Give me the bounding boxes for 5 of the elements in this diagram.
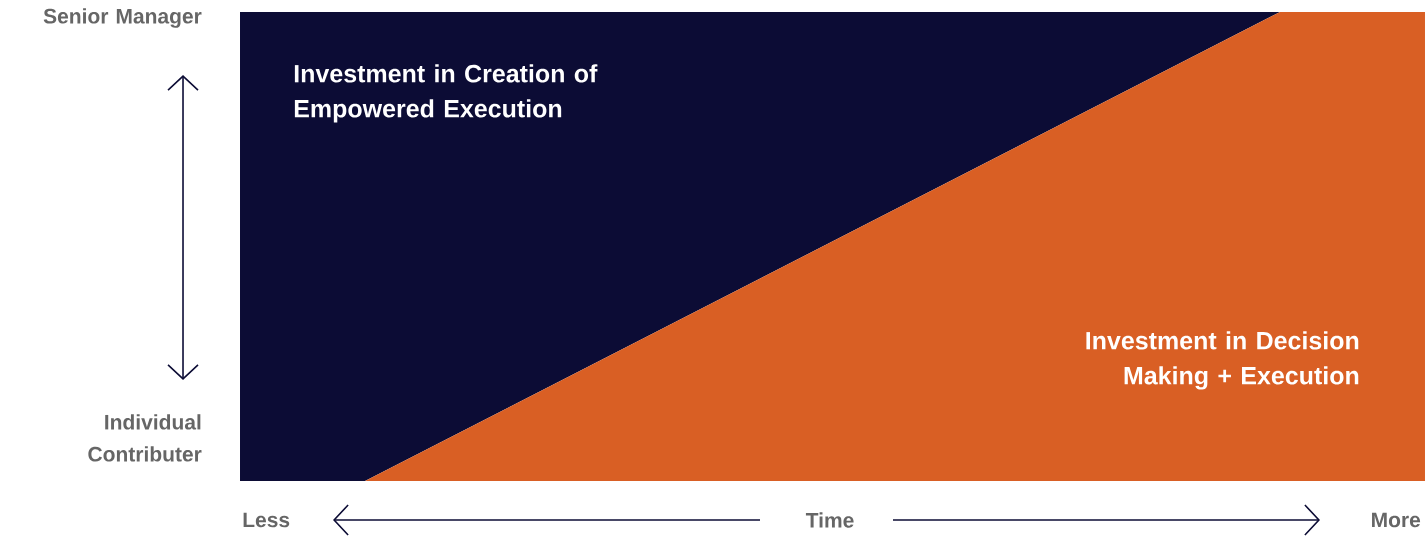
axis-label: Senior Manager xyxy=(43,8,202,28)
axis-label: Less xyxy=(243,512,290,528)
axis-label: Individual Contributer xyxy=(88,414,202,462)
axis-label: Time xyxy=(805,512,854,528)
axis-label: More xyxy=(1372,512,1421,528)
